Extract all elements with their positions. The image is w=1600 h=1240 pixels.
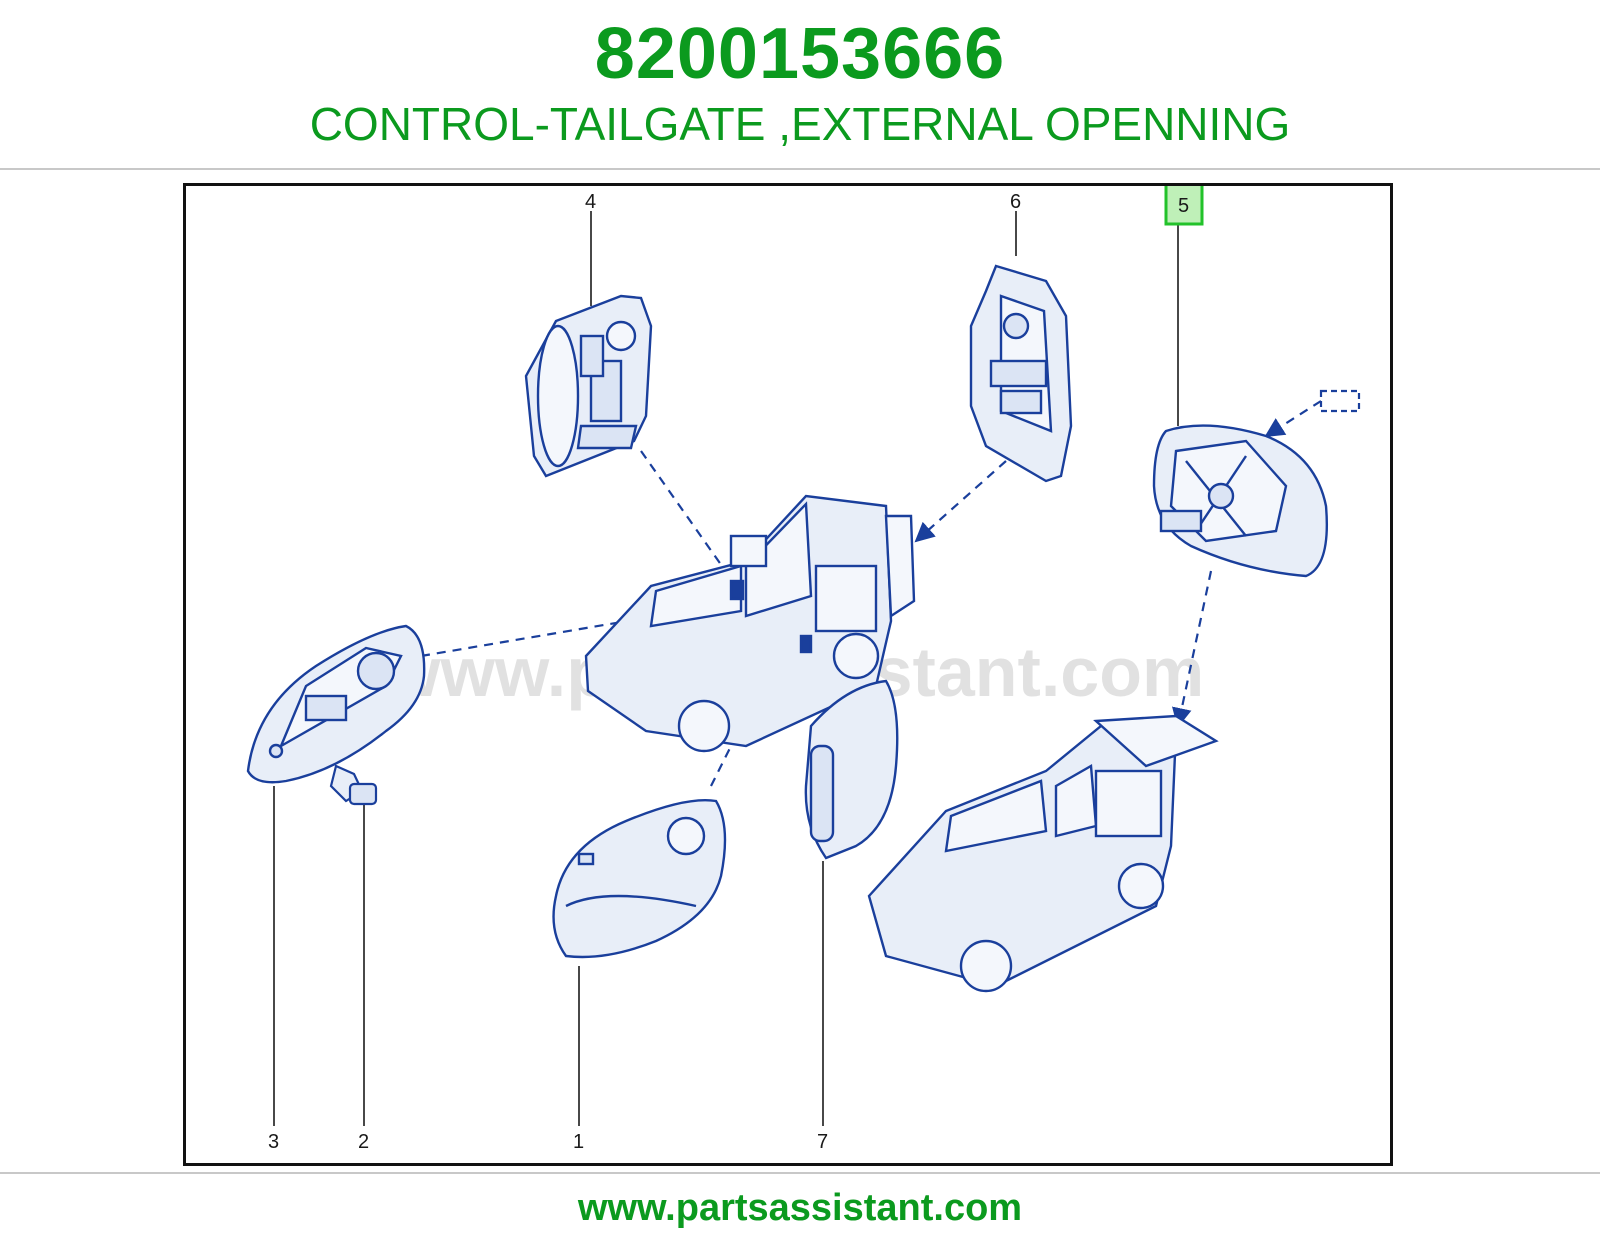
callout-2[interactable]: 2 bbox=[358, 1131, 369, 1153]
footer-divider bbox=[0, 1172, 1600, 1174]
callout-3[interactable]: 3 bbox=[268, 1131, 279, 1153]
arrow-part5-to-tailgate bbox=[1172, 570, 1213, 728]
van-illustration-rear bbox=[867, 714, 1219, 993]
callout-4[interactable]: 4 bbox=[585, 191, 596, 213]
page-header: 8200153666 CONTROL-TAILGATE ,EXTERNAL OP… bbox=[0, 0, 1600, 168]
arrow-clip-to-part5 bbox=[1264, 400, 1322, 438]
van-illustration-front bbox=[584, 494, 916, 753]
part-number: 8200153666 bbox=[594, 14, 1006, 94]
callout-leader-lines bbox=[273, 211, 1179, 1126]
footer-website-link[interactable]: www.partsassistant.com bbox=[577, 1187, 1023, 1229]
part-6-tailgate-lock bbox=[969, 264, 1073, 483]
callout-5-highlight bbox=[1164, 186, 1204, 226]
callout-7[interactable]: 7 bbox=[817, 1131, 828, 1153]
part-description: CONTROL-TAILGATE ,EXTERNAL OPENNING bbox=[309, 98, 1291, 150]
arrow-part3-to-van bbox=[420, 599, 718, 658]
callout-1[interactable]: 1 bbox=[573, 1131, 584, 1153]
parts-diagram: www.partsassistant.com bbox=[183, 183, 1393, 1166]
callout-5[interactable]: 5 bbox=[1178, 195, 1189, 217]
part-1-handle-cover bbox=[552, 799, 727, 959]
part-3-door-lock-bracket bbox=[246, 624, 426, 784]
part-7-tailgate-handle bbox=[804, 679, 899, 860]
callout-6[interactable]: 6 bbox=[1010, 191, 1021, 213]
part-4-lock-mechanism bbox=[524, 294, 653, 478]
header-divider bbox=[0, 168, 1600, 170]
arrow-part6-to-van bbox=[914, 460, 1007, 543]
clip-reference-box bbox=[1319, 389, 1361, 413]
arrow-part4-to-van bbox=[640, 450, 738, 588]
part-2-screw bbox=[329, 764, 378, 806]
part-5-tailgate-handle-mechanism bbox=[1152, 424, 1328, 578]
